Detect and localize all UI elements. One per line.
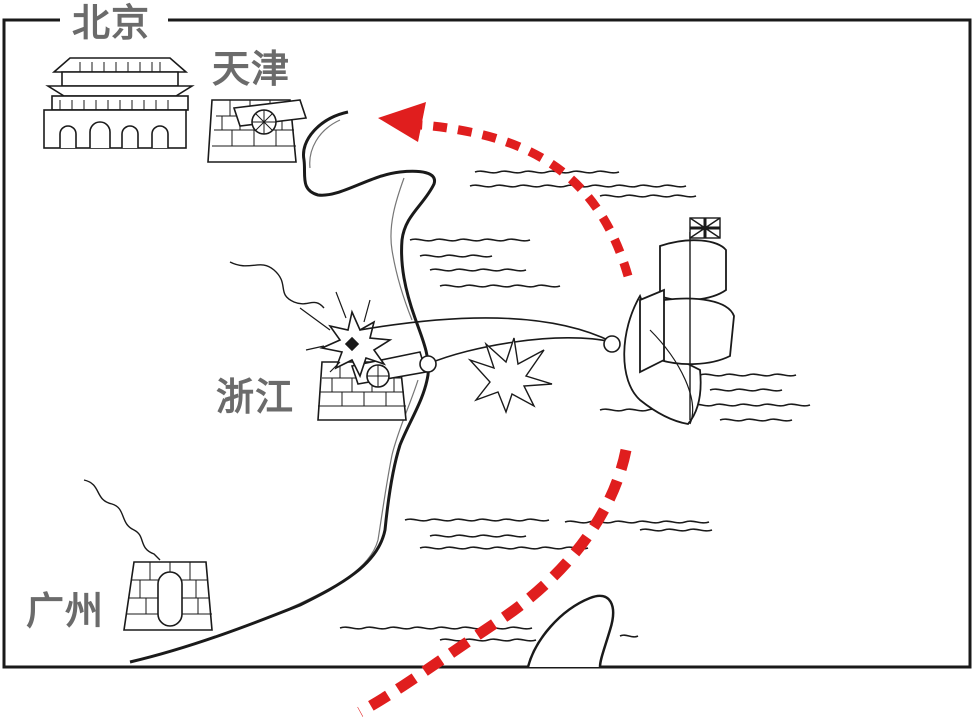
- british-flag-icon: [689, 217, 721, 239]
- explosion-icon: [299, 291, 393, 379]
- splash-icon: [467, 337, 553, 415]
- smoke-icon: [83, 479, 161, 561]
- island: [526, 594, 615, 668]
- place-label-zhejiang: 浙江: [216, 375, 295, 419]
- gate-tower-icon: [43, 57, 195, 149]
- smoke-icon: [229, 261, 325, 309]
- attack-route-south: [357, 448, 632, 717]
- attack-route-north: [419, 120, 633, 278]
- place-label-beijing: 北京: [68, 4, 155, 42]
- shot-trajectory: [359, 317, 621, 373]
- warship-icon: [623, 232, 735, 425]
- coastline: [129, 110, 436, 664]
- place-label-tianjin: 天津: [212, 47, 291, 91]
- map-frame: [2, 18, 972, 669]
- place-label-guangzhou: 广州: [26, 589, 105, 633]
- cannon-fort-icon: [317, 351, 428, 421]
- cannon-fort-icon: [123, 561, 213, 631]
- coastline-inner: [289, 119, 419, 609]
- route-arrowhead-icon: [378, 102, 426, 142]
- cannon-fort-icon: [207, 99, 308, 163]
- sea-waves: [339, 170, 811, 642]
